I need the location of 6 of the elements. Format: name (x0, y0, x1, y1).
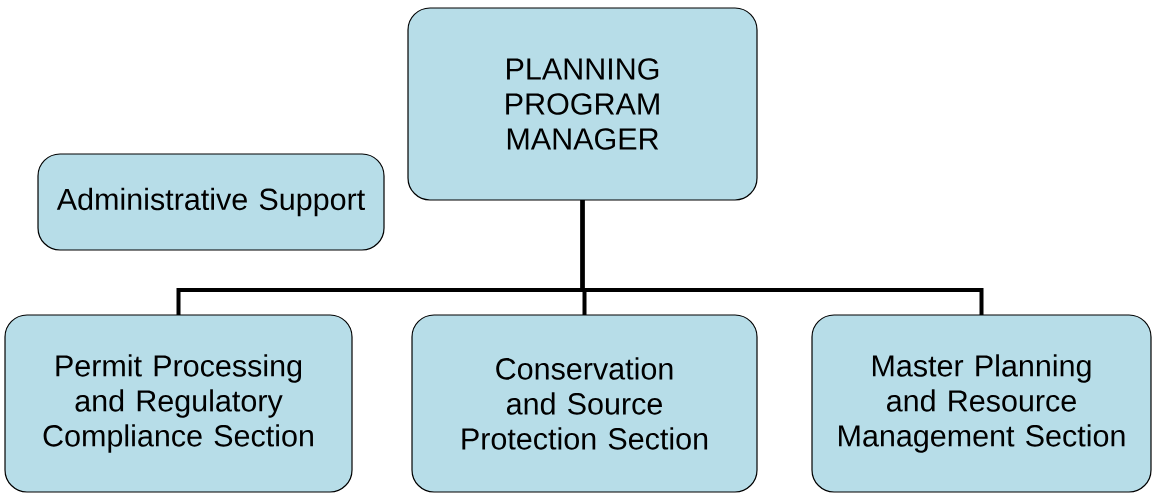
org-box: Master Planning and Resource Management Section (811, 314, 1152, 493)
connector-line (580, 200, 984, 315)
org-box: Conservation and Source Protection Section (411, 314, 758, 493)
org-box: PLANNING PROGRAM MANAGER (407, 7, 758, 201)
org-box: Administrative Support (37, 153, 385, 251)
org-box: Permit Processing and Regulatory Compliance Section (4, 314, 353, 493)
